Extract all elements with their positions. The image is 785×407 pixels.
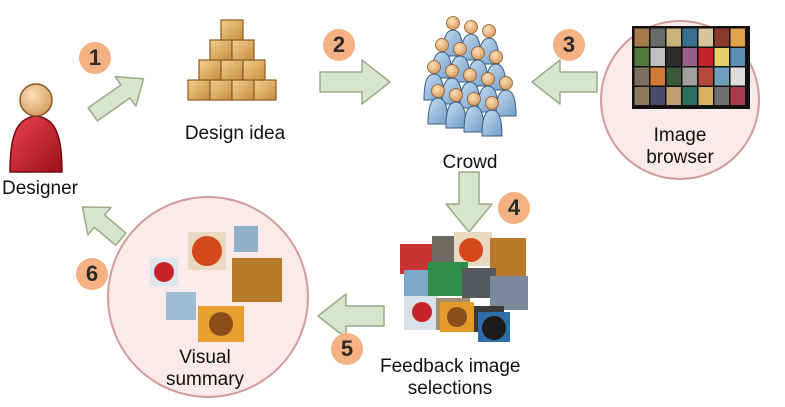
feedback-label-line1: Feedback image [380,356,521,377]
feedback-image-collage [400,232,528,342]
arrow-step-2 [319,59,391,105]
visual-summary-label-line1: Visual [179,347,231,368]
image-grid-icon [632,26,750,109]
image-browser-label-line2: browser [646,147,714,168]
step-badge-3: 3 [553,29,585,61]
image-browser-label-line1: Image [653,125,707,146]
designer-label: Designer [1,178,79,199]
arrow-step-6 [81,206,127,247]
step-badge-6: 6 [76,258,108,290]
visual-summary-label-line2: summary [165,369,245,390]
arrow-step-1 [87,75,145,122]
step-badge-1: 1 [79,42,111,74]
boxes-pyramid-icon [187,19,277,101]
arrow-step-4 [445,171,493,233]
feedback-label-line2: selections [407,378,493,399]
step-badge-2: 2 [323,29,355,61]
step-badge-4: 4 [498,192,530,224]
crowd-icon [423,16,517,137]
step-badge-5: 5 [331,333,363,365]
person-icon [9,83,63,173]
visual-summary-collage [150,226,282,342]
crowd-label: Crowd [442,152,498,173]
arrow-step-3 [531,59,598,105]
arrow-step-5 [317,293,385,339]
design-idea-label: Design idea [184,123,286,144]
